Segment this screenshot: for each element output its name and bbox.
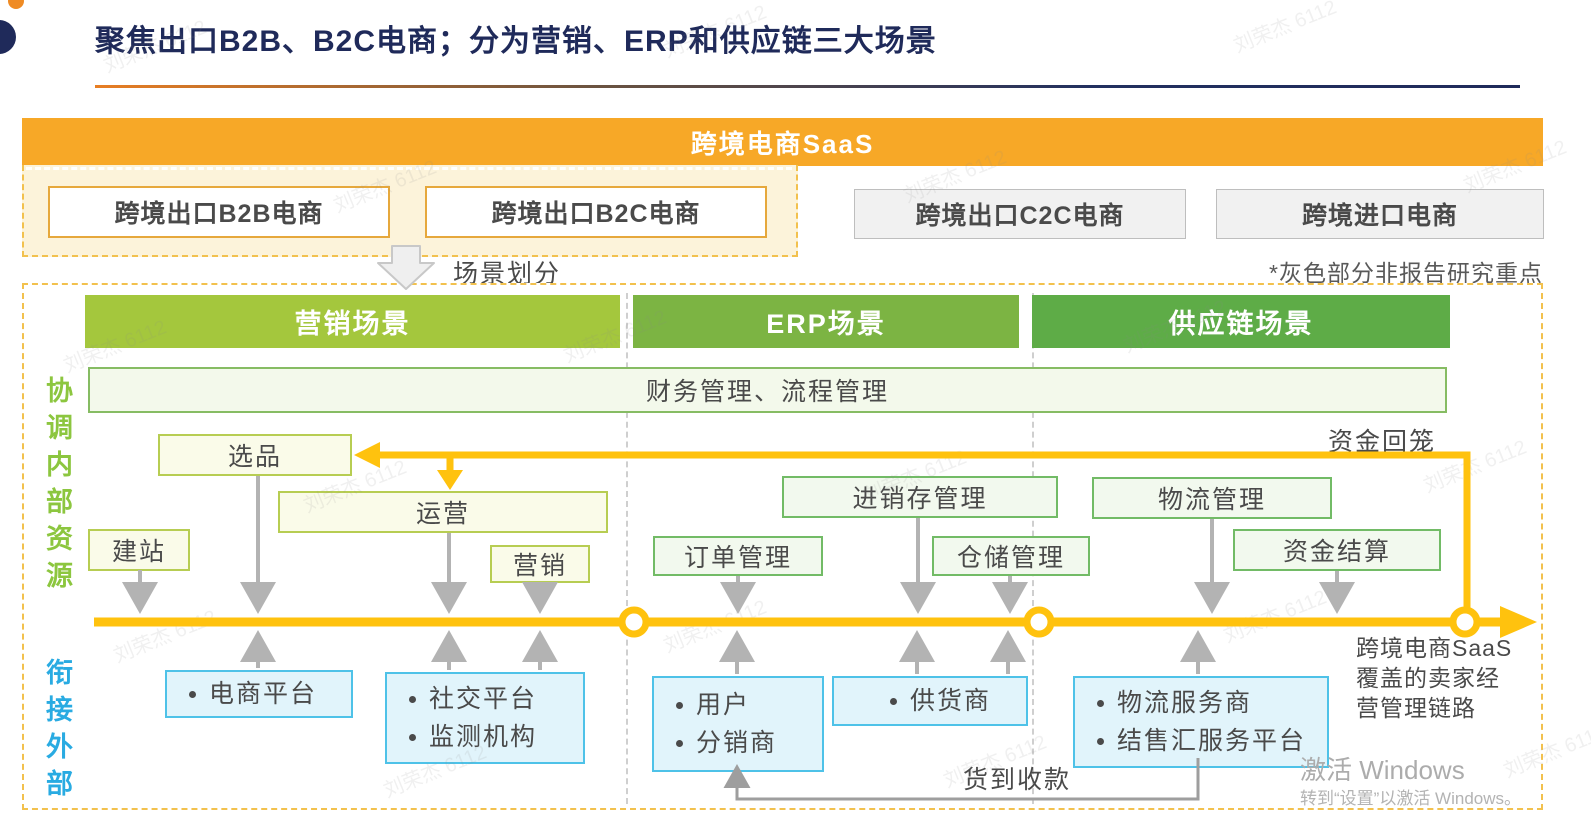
caption-saas-chain: 跨境电商SaaS覆盖的卖家经营管理链路 (1356, 635, 1513, 721)
list-item: 供货商 (882, 682, 1026, 720)
side-label-external: 衔接外部 (42, 658, 72, 806)
focus-panel-top-dash (26, 167, 792, 170)
box-marketing: 营销 (490, 545, 590, 583)
activate-windows-text: 激活 Windows (1300, 755, 1465, 785)
box-logistics-exchange-services: 物流服务商 结售汇服务平台 (1073, 676, 1329, 768)
box-social-monitoring: 社交平台 监测机构 (385, 672, 585, 764)
box-invoicing-management: 进销存管理 (782, 476, 1058, 518)
box-users-distributors: 用户 分销商 (652, 676, 824, 772)
title-underline (95, 85, 1520, 88)
box-logistics-management: 物流管理 (1092, 477, 1332, 519)
box-c2c-export: 跨境出口C2C电商 (854, 189, 1186, 239)
label-capital-return: 资金回笼 (1328, 428, 1437, 456)
box-b2c-export: 跨境出口B2C电商 (425, 186, 767, 238)
saas-banner: 跨境电商SaaS (22, 118, 1543, 166)
deco-navy-circle (0, 20, 16, 54)
header-supply-scenario: 供应链场景 (1032, 295, 1450, 348)
deco-orange-dot (8, 0, 24, 9)
box-site-building: 建站 (88, 529, 190, 571)
side-label-internal: 协调内部资源 (42, 376, 72, 598)
page-title: 聚焦出口B2B、B2C电商；分为营销、ERP和供应链三大场景 (95, 25, 937, 58)
box-warehouse-management: 仓储管理 (932, 536, 1090, 576)
header-erp-scenario: ERP场景 (633, 295, 1019, 348)
box-order-management: 订单管理 (653, 536, 823, 576)
box-operation: 运营 (278, 491, 608, 533)
list-item: 结售汇服务平台 (1089, 722, 1327, 760)
activate-windows-subtext: 转到“设置”以激活 Windows。 (1300, 789, 1522, 808)
finance-management-bar: 财务管理、流程管理 (88, 367, 1447, 413)
list-item: 监测机构 (401, 718, 583, 756)
header-marketing-scenario: 营销场景 (85, 295, 620, 348)
box-supplier: 供货商 (832, 676, 1028, 726)
watermark-text: 刘荣杰 6112 (1230, 0, 1340, 58)
box-product-selection: 选品 (158, 434, 352, 476)
box-capital-settlement: 资金结算 (1233, 529, 1441, 571)
box-b2b-export: 跨境出口B2B电商 (48, 186, 390, 238)
gray-note: *灰色部分非报告研究重点 (1269, 260, 1543, 286)
list-item: 物流服务商 (1089, 684, 1327, 722)
label-cash-on-delivery: 货到收款 (963, 766, 1072, 794)
box-import: 跨境进口电商 (1216, 189, 1544, 239)
list-item: 电商平台 (181, 675, 351, 713)
list-item: 用户 (668, 686, 822, 724)
list-item: 分销商 (668, 724, 822, 762)
box-ecommerce-platform: 电商平台 (165, 670, 353, 718)
list-item: 社交平台 (401, 680, 583, 718)
